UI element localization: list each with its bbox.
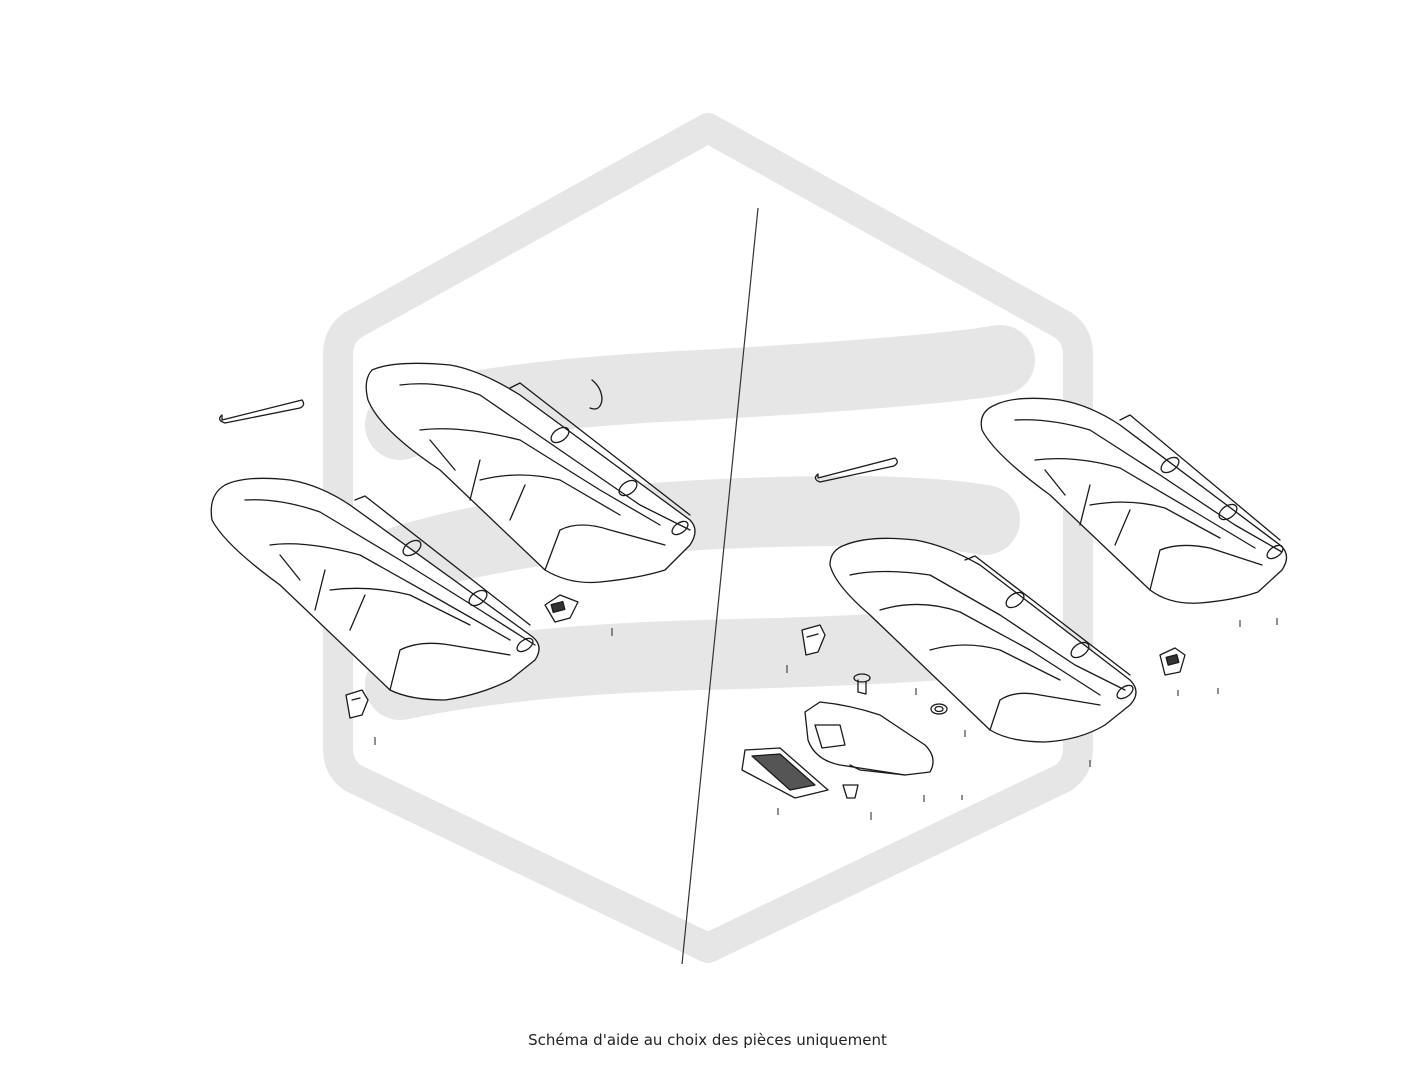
- seat-latch-right: [1159, 647, 1186, 676]
- rear-seat-backrest-cover: [365, 362, 696, 584]
- grommet: [930, 703, 948, 715]
- wire-clip-right: [814, 457, 898, 483]
- diagram-caption: Schéma d'aide au choix des pièces unique…: [528, 1031, 887, 1049]
- rear-seat-cushion-cover: [210, 477, 540, 701]
- divider-line: [681, 207, 759, 965]
- rear-seat-backrest-cover-right: [980, 397, 1288, 604]
- bushing: [842, 784, 859, 799]
- retaining-hook: [589, 379, 603, 410]
- seat-latch-left: [544, 594, 579, 623]
- cup-holder-tray: [741, 747, 829, 799]
- armrest-housing: [804, 701, 934, 776]
- wire-clip-left: [218, 399, 305, 424]
- seat-bracket-right: [801, 624, 826, 656]
- bolt: [853, 673, 871, 695]
- rear-seat-cushion-right: [829, 537, 1137, 743]
- seat-bracket-left: [345, 689, 369, 719]
- seat-logo-icon: [323, 113, 1093, 963]
